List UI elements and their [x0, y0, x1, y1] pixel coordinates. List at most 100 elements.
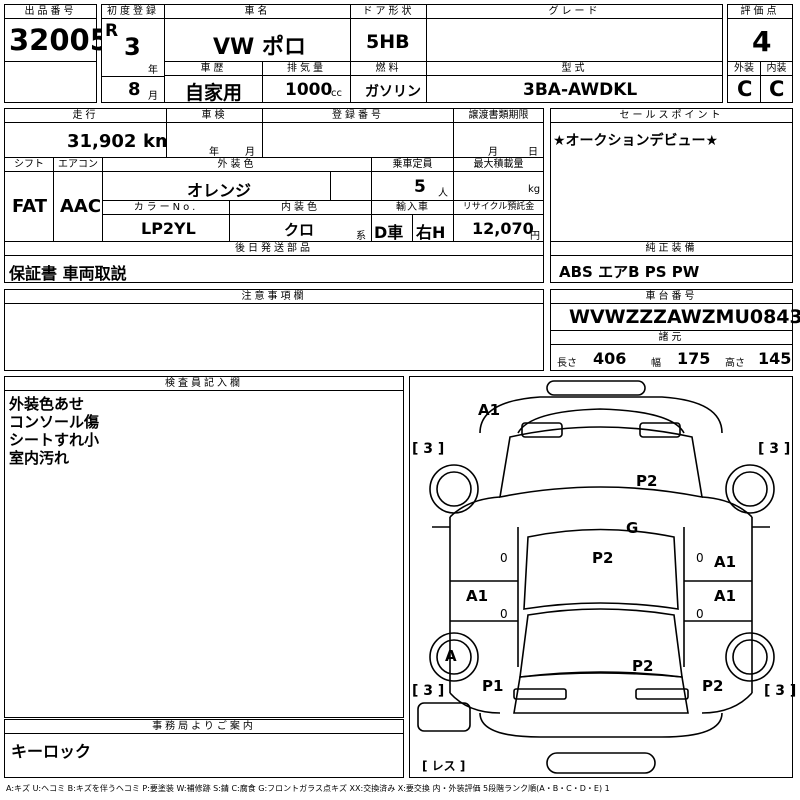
lot-no-cell: 32005	[4, 18, 110, 62]
mark-right-front-door: A1	[714, 553, 737, 571]
later-parts: 保証書 車両取説	[9, 264, 127, 283]
genuine-equip-cell: ABS エアB PS PW	[550, 255, 793, 283]
lot-no: 32005	[9, 23, 110, 57]
mark-door-left-front: 0	[500, 551, 508, 565]
sales-point-header: セールスポイント	[550, 108, 793, 123]
month-unit: 月	[148, 91, 158, 102]
int-color-cell: クロ 系	[229, 214, 372, 242]
displacement-unit: cc	[331, 88, 342, 99]
inspector-note: 外装色あせ	[9, 395, 85, 413]
mark-left-rear-wheel: A	[445, 647, 457, 665]
model-header: 型式	[426, 61, 723, 76]
aircon: AAC	[60, 196, 102, 217]
office-cell: キーロック	[4, 733, 404, 778]
mark-front-bumper: A1	[478, 401, 501, 419]
transfer-cell: 月 日	[453, 122, 544, 158]
import-header: 輸入車	[371, 200, 454, 215]
inspection-header: 車検	[166, 108, 263, 123]
score: 4	[752, 25, 772, 58]
lot-no-header: 出品番号	[4, 4, 97, 19]
grade-cell	[426, 18, 723, 62]
office-header: 事務局よりご案内	[4, 719, 404, 734]
first-reg-year: 3	[124, 33, 141, 61]
displacement-cell: 1000 cc	[262, 75, 351, 103]
mark-left-rear-quarter: P1	[482, 677, 504, 695]
damage-diagram: A1 P2 G P2 A1 A1 A1 A P2 P1 P2 0 0 0 0 […	[409, 376, 797, 778]
mileage-cell: 31,902 km	[4, 122, 174, 158]
mark-left-rear-door: A1	[466, 587, 489, 605]
chassis-no-header: 車台番号	[550, 289, 793, 304]
import-handle: 右H	[416, 223, 446, 242]
transfer-month-unit: 月	[488, 147, 498, 158]
reg-no-cell	[262, 122, 454, 158]
tire-right-front: [ 3 ]	[758, 441, 791, 457]
shift-header: シフト	[4, 157, 54, 172]
fuel-cell: ガソリン	[350, 75, 427, 103]
later-parts-header: 後日発送部品	[4, 241, 544, 256]
shift: FAT	[12, 196, 48, 217]
inspector-header: 検査員記入欄	[4, 376, 404, 391]
sales-point-cell: ★オークションデビュー★	[550, 122, 793, 242]
color-no: LP2YL	[141, 219, 196, 238]
max-load-unit: kg	[528, 184, 541, 195]
recycle-unit: 円	[530, 231, 540, 242]
import-h-cell: 右H	[412, 214, 454, 242]
mileage: 31,902	[67, 131, 137, 152]
history-header: 車歴	[164, 61, 263, 76]
model: 3BA-AWDKL	[523, 80, 638, 100]
tire-left-rear: [ 3 ]	[412, 683, 445, 699]
recycle-cell: 12,070 円	[453, 214, 544, 242]
mark-windshield: G	[626, 519, 639, 537]
ext-color: オレンジ	[187, 181, 252, 200]
inspection-year-unit: 年	[209, 147, 219, 158]
capacity: 5	[414, 177, 426, 197]
capacity-header: 乗車定員	[371, 157, 454, 172]
displacement: 1000	[285, 80, 333, 100]
specs-cell: 長さ 406 幅 175 高さ 145	[550, 344, 793, 371]
recycle-header: リサイクル預託金	[453, 200, 544, 215]
interior-header: 内装	[760, 61, 793, 76]
chassis-no-cell: WVWZZZAWZMU084344	[550, 303, 800, 331]
width: 175	[677, 349, 711, 368]
genuine-equip-header: 純正装備	[550, 241, 793, 256]
inspection-cell: 年 月	[166, 122, 263, 158]
car-outline-icon	[417, 380, 775, 774]
aircon-cell: AAC	[53, 171, 103, 242]
fuel-header: 燃料	[350, 61, 427, 76]
import-drive: D車	[374, 223, 404, 242]
later-parts-cell: 保証書 車両取説	[4, 255, 544, 283]
reg-no-header: 登録番号	[262, 108, 454, 123]
inspection-month-unit: 月	[245, 147, 255, 158]
office-note: キーロック	[11, 742, 92, 761]
score-header: 評価点	[727, 4, 793, 19]
tire-right-rear: [ 3 ]	[764, 683, 797, 699]
model-cell: 3BA-AWDKL	[426, 75, 723, 103]
car-name: VW ポロ	[213, 35, 306, 60]
door-header: ドア形状	[350, 4, 427, 19]
history: 自家用	[185, 82, 243, 104]
first-reg-month: 8	[128, 79, 141, 100]
mark-door-right-front: 0	[696, 551, 704, 565]
first-reg-year-cell: R 3 年	[101, 18, 165, 77]
legend: A:キズ U:ヘコミ B:キズを伴うヘコミ P:要塗装 W:補修跡 S:錆 C:…	[6, 784, 610, 793]
import-d-cell: D車	[371, 214, 413, 242]
first-reg-header: 初度登録	[101, 4, 165, 19]
caution-cell	[4, 303, 544, 371]
fuel: ガソリン	[365, 84, 421, 100]
inspector-note: コンソール傷	[9, 413, 100, 431]
shift-cell: FAT	[4, 171, 54, 242]
mark-right-rear-quarter: P2	[702, 677, 724, 695]
height: 145	[758, 349, 792, 368]
mileage-header: 走行	[4, 108, 167, 123]
width-label: 幅	[651, 358, 661, 369]
genuine-equip: ABS エアB PS PW	[559, 263, 700, 281]
car-name-header: 車名	[164, 4, 351, 19]
mark-trunk: P2	[632, 657, 654, 675]
int-color: クロ	[284, 221, 315, 239]
length: 406	[593, 349, 627, 368]
exterior-score: C	[737, 77, 753, 101]
tire-left-front: [ 3 ]	[412, 441, 445, 457]
specs-header: 諸元	[550, 330, 793, 345]
door-type: 5HB	[366, 31, 410, 53]
ext-color-header: 外装色	[102, 157, 372, 172]
